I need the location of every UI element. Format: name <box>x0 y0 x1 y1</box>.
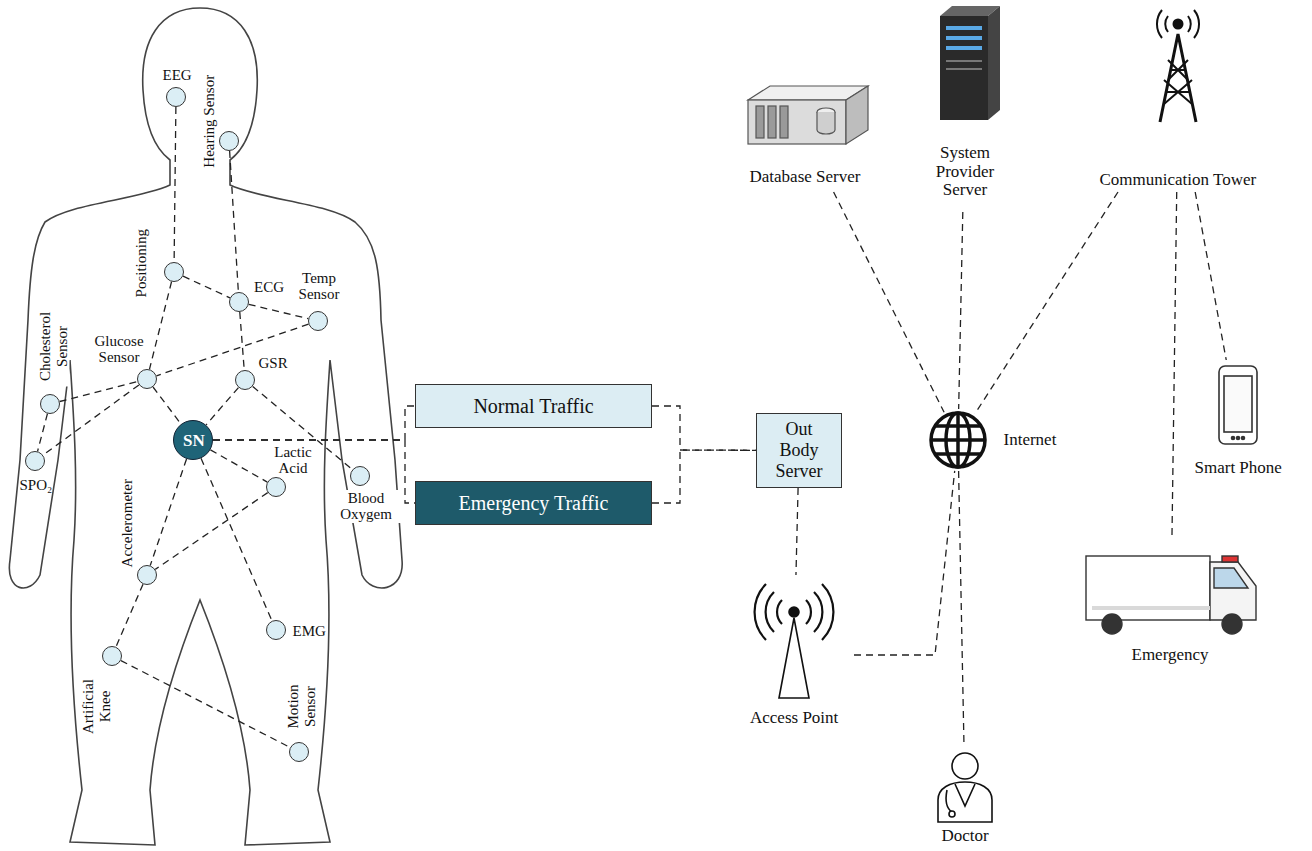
box-label: Emergency Traffic <box>459 492 609 515</box>
dashed-link <box>834 192 945 412</box>
globe-icon <box>931 413 985 467</box>
sensor-label: Blood Oxygem <box>331 490 401 523</box>
dashed-link <box>959 212 963 409</box>
dashed-link <box>213 406 415 440</box>
tower-icon <box>1157 10 1199 122</box>
sensor-label: Positioning <box>133 229 150 297</box>
dashed-link <box>60 381 138 401</box>
icon-label: Doctor <box>942 827 989 846</box>
sensor-node: EEG <box>166 87 186 107</box>
ambulance-icon <box>1086 556 1256 634</box>
internet-globe: Internet <box>926 408 1060 472</box>
sensor-node: Motion Sensor <box>289 742 309 762</box>
dashed-link <box>240 312 244 370</box>
sensor-label: ECG <box>254 279 284 296</box>
doctor: Doctor <box>915 745 1015 849</box>
sensor-label: SPO₂ <box>20 477 53 494</box>
dashed-link <box>116 584 143 647</box>
dashed-link <box>854 471 955 655</box>
access-point: Access Point <box>734 575 854 735</box>
dashed-link <box>43 385 139 455</box>
dashed-link <box>155 493 267 570</box>
provider-server: System Provider Server <box>915 4 1015 212</box>
sensor-label: EEG <box>163 67 192 84</box>
system-provider-server-icon <box>940 6 1000 120</box>
sensor-node: Hearing Sensor <box>219 131 239 151</box>
dashed-link <box>1195 192 1226 360</box>
ambulance: Emergency <box>1080 540 1262 674</box>
sensor-node: Temp Sensor <box>308 311 328 331</box>
dashed-link <box>959 471 964 745</box>
icon-label: System Provider Server <box>920 144 1010 200</box>
sensor-node: Glucose Sensor <box>137 369 157 389</box>
icon-label: Emergency <box>1132 646 1209 665</box>
dashed-link <box>150 459 186 566</box>
sensor-node: Artificial Knee <box>102 646 122 666</box>
sink-node: SN <box>173 420 213 460</box>
body-outline <box>9 8 402 845</box>
icon-label: Smart Phone <box>1195 459 1282 478</box>
database-server-icon <box>748 86 868 144</box>
dashed-link <box>652 406 756 450</box>
sensor-node: Lactic Acid <box>266 477 286 497</box>
sensor-label: Cholesterol Sensor <box>37 306 70 386</box>
dashed-link <box>183 276 230 298</box>
dashed-link <box>1172 192 1177 540</box>
sensor-label: Artificial Knee <box>80 671 113 741</box>
dashed-link <box>153 387 181 424</box>
dashed-link <box>149 282 171 370</box>
dashed-link <box>796 488 798 575</box>
dashed-link <box>174 107 176 262</box>
dashed-link <box>156 324 308 376</box>
sensor-node: Cholesterol Sensor <box>40 394 60 414</box>
traffic-box: Normal Traffic <box>415 384 652 428</box>
dashed-link <box>652 450 756 503</box>
sensor-node: Blood Oxygem <box>350 466 370 486</box>
sensor-node: SPO₂ <box>25 451 45 471</box>
database-server: Database Server <box>730 78 880 192</box>
icon-label: Communication Tower <box>1100 171 1257 190</box>
sensor-node: EMG <box>266 620 286 640</box>
dashed-link <box>121 661 290 748</box>
smart-phone-icon <box>1219 366 1257 444</box>
sensor-label: Temp Sensor <box>289 270 349 303</box>
icon-label: Database Server <box>750 168 861 187</box>
sensor-label: Motion Sensor <box>285 676 318 736</box>
traffic-box: Emergency Traffic <box>415 481 652 525</box>
sensor-label: Accelerometer <box>119 479 136 567</box>
communication-tower: Communication Tower <box>1088 6 1268 192</box>
box-label: Out Body Server <box>764 419 834 481</box>
icon-label: Access Point <box>750 709 838 728</box>
sensor-label: SN <box>183 432 205 451</box>
access-point-icon <box>755 584 834 698</box>
sensor-node: GSR <box>235 370 255 390</box>
doctor-icon <box>938 753 992 822</box>
dashed-link <box>230 151 239 292</box>
dashed-link <box>201 458 272 621</box>
dashed-link <box>206 388 238 425</box>
sensor-label: Glucose Sensor <box>89 333 149 366</box>
sensor-label: Lactic Acid <box>268 444 318 477</box>
box-label: Normal Traffic <box>473 395 593 418</box>
sensor-label: EMG <box>293 623 326 640</box>
dashed-link <box>210 450 267 482</box>
dashed-link <box>38 414 48 452</box>
sensor-label: Hearing Sensor <box>201 74 218 167</box>
sensor-node: ECG <box>229 292 249 312</box>
server-box: Out Body Server <box>756 413 842 488</box>
sensor-node: Positioning <box>164 262 184 282</box>
dashed-link <box>975 192 1118 414</box>
sensor-node: Accelerometer <box>137 565 157 585</box>
smart-phone: Smart Phone <box>1185 360 1290 482</box>
dashed-link <box>249 304 309 318</box>
sensor-label: GSR <box>259 355 288 372</box>
icon-label: Internet <box>1004 431 1057 450</box>
